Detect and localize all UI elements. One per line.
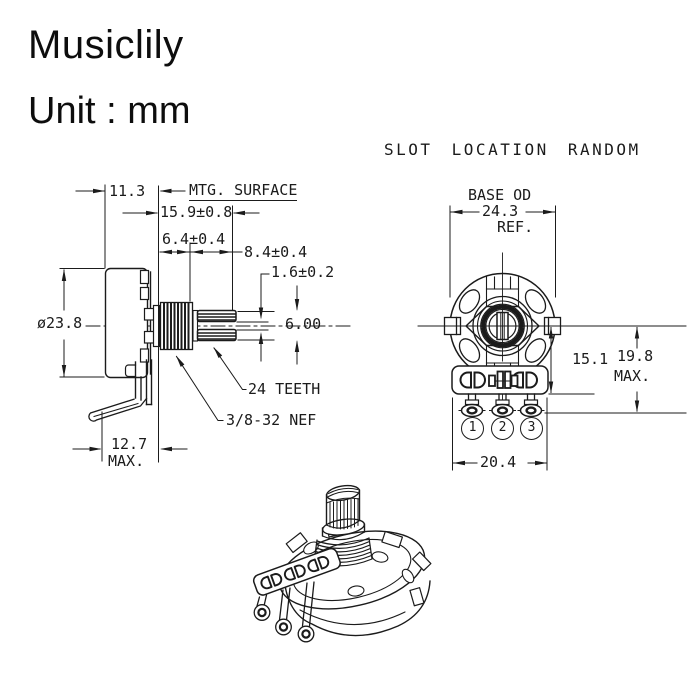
side-view-drawing	[59, 184, 353, 463]
dim-shaft-diameter: 6.00	[285, 315, 322, 333]
thread-spec-label: 3/8-32 NEF	[226, 411, 317, 429]
dim-body-diameter: ø23.8	[37, 314, 83, 332]
mounting-surface-label: MTG. SURFACE	[189, 181, 298, 202]
slot-location-note: SLOT LOCATION RANDOM	[384, 140, 641, 159]
terminal-badge-3: 3	[520, 417, 543, 440]
front-view-drawing	[417, 205, 687, 471]
dim-center-to-lug: 19.8	[617, 347, 654, 365]
dim-center-to-block: 15.1	[572, 350, 609, 368]
terminal-badge-2: 2	[491, 417, 514, 440]
base-od-ref-label: REF.	[497, 218, 534, 236]
base-od-label: BASE OD	[468, 186, 532, 204]
dim-overall-shaft-length: 15.9±0.8	[160, 203, 233, 221]
dim-center-to-lug-suffix: MAX.	[614, 367, 651, 385]
dim-terminal-span: 20.4	[480, 453, 517, 471]
dim-body-depth: 11.3	[109, 182, 146, 200]
dim-body-depth-max: 12.7	[111, 435, 148, 453]
terminal-badge-1: 1	[461, 417, 484, 440]
knurl-teeth-label: 24 TEETH	[248, 380, 321, 398]
pot-3d-illustration	[252, 484, 432, 643]
dim-slot-width: 1.6±0.2	[271, 263, 335, 281]
dim-body-depth-max-suffix: MAX.	[108, 452, 145, 470]
dim-bushing-length: 6.4±0.4	[162, 230, 226, 248]
unit-label: Unit : mm	[28, 90, 191, 132]
dim-knurl-length: 8.4±0.4	[244, 243, 308, 261]
dim-base-od: 24.3	[482, 202, 519, 220]
brand-logo-text: Musiclily	[28, 23, 184, 67]
